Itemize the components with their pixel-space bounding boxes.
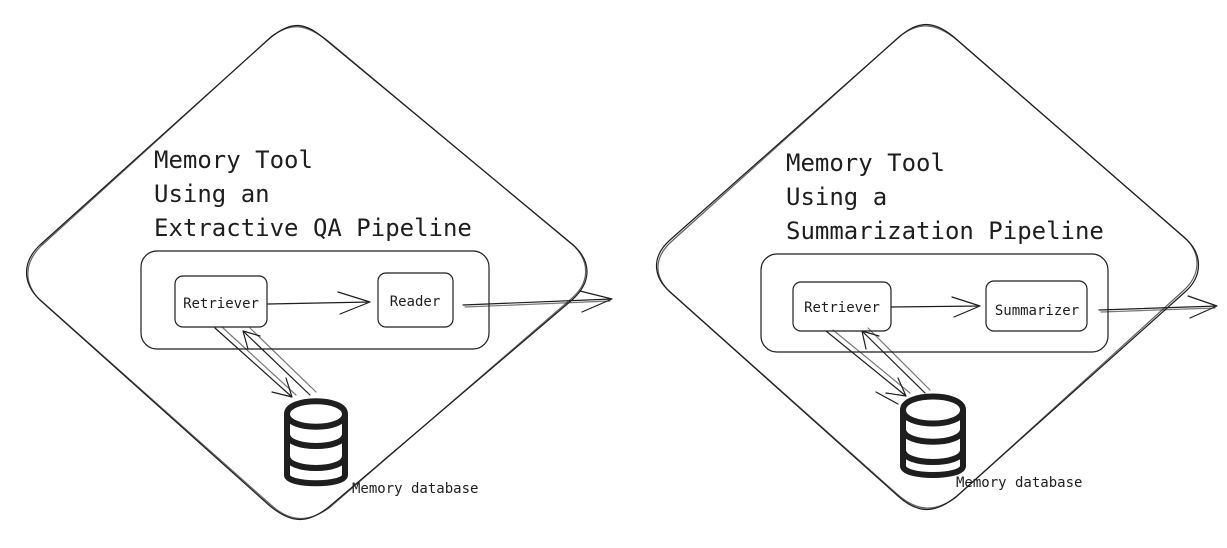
output-arrow-sketch — [1100, 307, 1216, 313]
reader-label: Reader — [390, 294, 441, 310]
retriever-label: Retriever — [804, 300, 880, 316]
arrow-retriever-to-summarizer — [890, 296, 981, 318]
retriever-node — [174, 275, 268, 328]
diagram-title-line-2: Using an — [154, 180, 270, 208]
arrow-retriever-to-db — [825, 330, 907, 397]
arrow-sketch — [221, 326, 297, 396]
diamond-container — [26, 24, 588, 520]
database-icon — [900, 393, 966, 478]
arrow-sketch — [832, 329, 911, 394]
pipeline-box — [760, 253, 1109, 353]
database-icon — [284, 398, 348, 487]
diagram-extractive-qa: Memory Tool Using an Extractive QA Pipel… — [26, 24, 613, 520]
diamond-container — [656, 24, 1199, 510]
diagram-title-line-3: Extractive QA Pipeline — [154, 214, 472, 242]
arrow-db-to-retriever — [242, 330, 311, 396]
arrow-retriever-to-db — [214, 327, 293, 398]
diagram-title-line-2: Using a — [786, 183, 887, 211]
diagram-title-line-1: Memory Tool — [786, 149, 945, 177]
diagram-summarization: Memory Tool Using a Summarization Pipeli… — [656, 24, 1218, 510]
arrow-sketch — [249, 327, 317, 393]
database-label: Memory database — [352, 481, 478, 497]
output-arrow-sketch — [464, 300, 611, 308]
arrow-tail-sketch — [875, 391, 899, 405]
database-label: Memory database — [956, 475, 1082, 491]
retriever-label: Retriever — [183, 296, 259, 312]
diamond-container-sketch — [27, 26, 587, 520]
reader-node — [377, 272, 454, 328]
output-arrow — [462, 290, 613, 313]
diamond-container-sketch — [657, 25, 1198, 509]
pipeline-box — [140, 250, 490, 350]
summarizer-node — [985, 280, 1088, 332]
output-arrow — [1098, 295, 1218, 319]
arrow-db-to-retriever — [861, 330, 926, 394]
arrow-sketch — [867, 327, 931, 391]
arrow-retriever-to-reader — [267, 291, 371, 315]
diagram-title-line-1: Memory Tool — [154, 146, 313, 174]
diagram-title-line-3: Summarization Pipeline — [786, 217, 1104, 245]
summarizer-label: Summarizer — [995, 303, 1079, 319]
